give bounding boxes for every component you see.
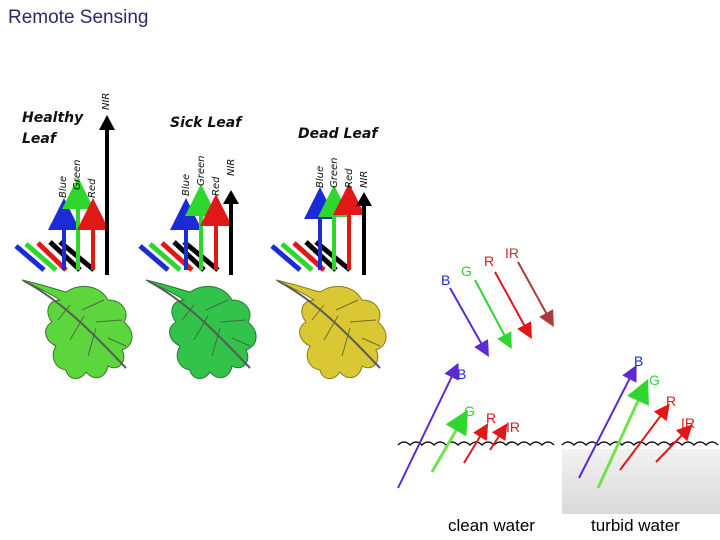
nir-arrowhead <box>223 190 239 204</box>
clean-ir-reflect <box>489 423 508 451</box>
clean-label-b: B <box>457 366 466 382</box>
band-label-green: Green <box>329 157 340 188</box>
turbid-label-g: G <box>649 372 660 388</box>
turbid-red-reflect <box>619 403 670 471</box>
incident-red-beam <box>494 271 532 340</box>
band-label-red: Red <box>344 168 355 188</box>
incident-light-stripes <box>138 240 220 272</box>
clean-label-g: G <box>464 403 475 419</box>
band-label-green: Green <box>72 159 83 190</box>
turbid-water-panel: B G R IR turbid water <box>561 353 720 535</box>
clean-green-reflect <box>430 409 468 473</box>
incident-light-beams: B G R IR <box>441 245 554 357</box>
turbid-water-body <box>562 449 720 514</box>
turbid-label-r: R <box>666 393 676 409</box>
healthy-leaf-image <box>21 279 133 379</box>
band-label-blue: Blue <box>181 174 192 196</box>
nir-arrowhead <box>356 192 372 206</box>
turbid-water-caption: turbid water <box>591 516 680 535</box>
turbid-label-b: B <box>634 353 643 369</box>
incident-light-stripes <box>270 240 352 272</box>
dead-leaf-image <box>275 279 387 379</box>
incident-ir-beam <box>517 261 554 328</box>
turbid-green-reflect <box>596 379 649 489</box>
beam-label-ir: IR <box>505 245 519 261</box>
beam-label-r: R <box>484 253 494 269</box>
band-label-green: Green <box>196 155 207 186</box>
turbid-label-ir: IR <box>681 415 695 431</box>
nir-arrowhead <box>99 115 115 130</box>
beam-label-b: B <box>441 272 450 288</box>
incident-blue-beam <box>449 287 489 357</box>
clean-water-panel: B G R IR clean water <box>397 362 555 535</box>
turbid-blue-reflect <box>578 364 637 479</box>
clean-label-ir: IR <box>506 419 520 435</box>
clean-blue-reflect <box>397 362 459 489</box>
dead-leaf-label: Dead Leaf <box>298 126 379 142</box>
leaf-group-sick: Sick Leaf Blue Green Red NIR <box>138 115 257 379</box>
band-label-blue: Blue <box>58 176 69 198</box>
slide-title: Remote Sensing <box>8 7 149 28</box>
clean-label-r: R <box>486 410 496 426</box>
band-label-red: Red <box>87 178 98 198</box>
leaf-group-dead: Dead Leaf Blue Green Red NIR <box>270 126 387 379</box>
incident-green-beam <box>474 279 512 350</box>
healthy-leaf-label-line2: Leaf <box>22 131 58 147</box>
leaf-group-healthy: Healthy Leaf Blue Green Red NIR <box>14 93 133 379</box>
clean-water-caption: clean water <box>448 516 535 535</box>
sick-leaf-image <box>145 279 257 379</box>
incident-light-stripes <box>14 240 96 272</box>
clean-red-reflect <box>463 423 489 464</box>
sick-leaf-label: Sick Leaf <box>170 115 243 131</box>
band-label-red: Red <box>211 176 222 196</box>
band-label-nir: NIR <box>359 171 370 188</box>
band-label-nir: NIR <box>226 159 237 176</box>
turbid-ir-reflect <box>655 424 693 463</box>
band-label-nir: NIR <box>101 93 112 110</box>
beam-label-g: G <box>461 263 472 279</box>
band-label-blue: Blue <box>315 166 326 188</box>
healthy-leaf-label-line1: Healthy <box>22 110 84 126</box>
